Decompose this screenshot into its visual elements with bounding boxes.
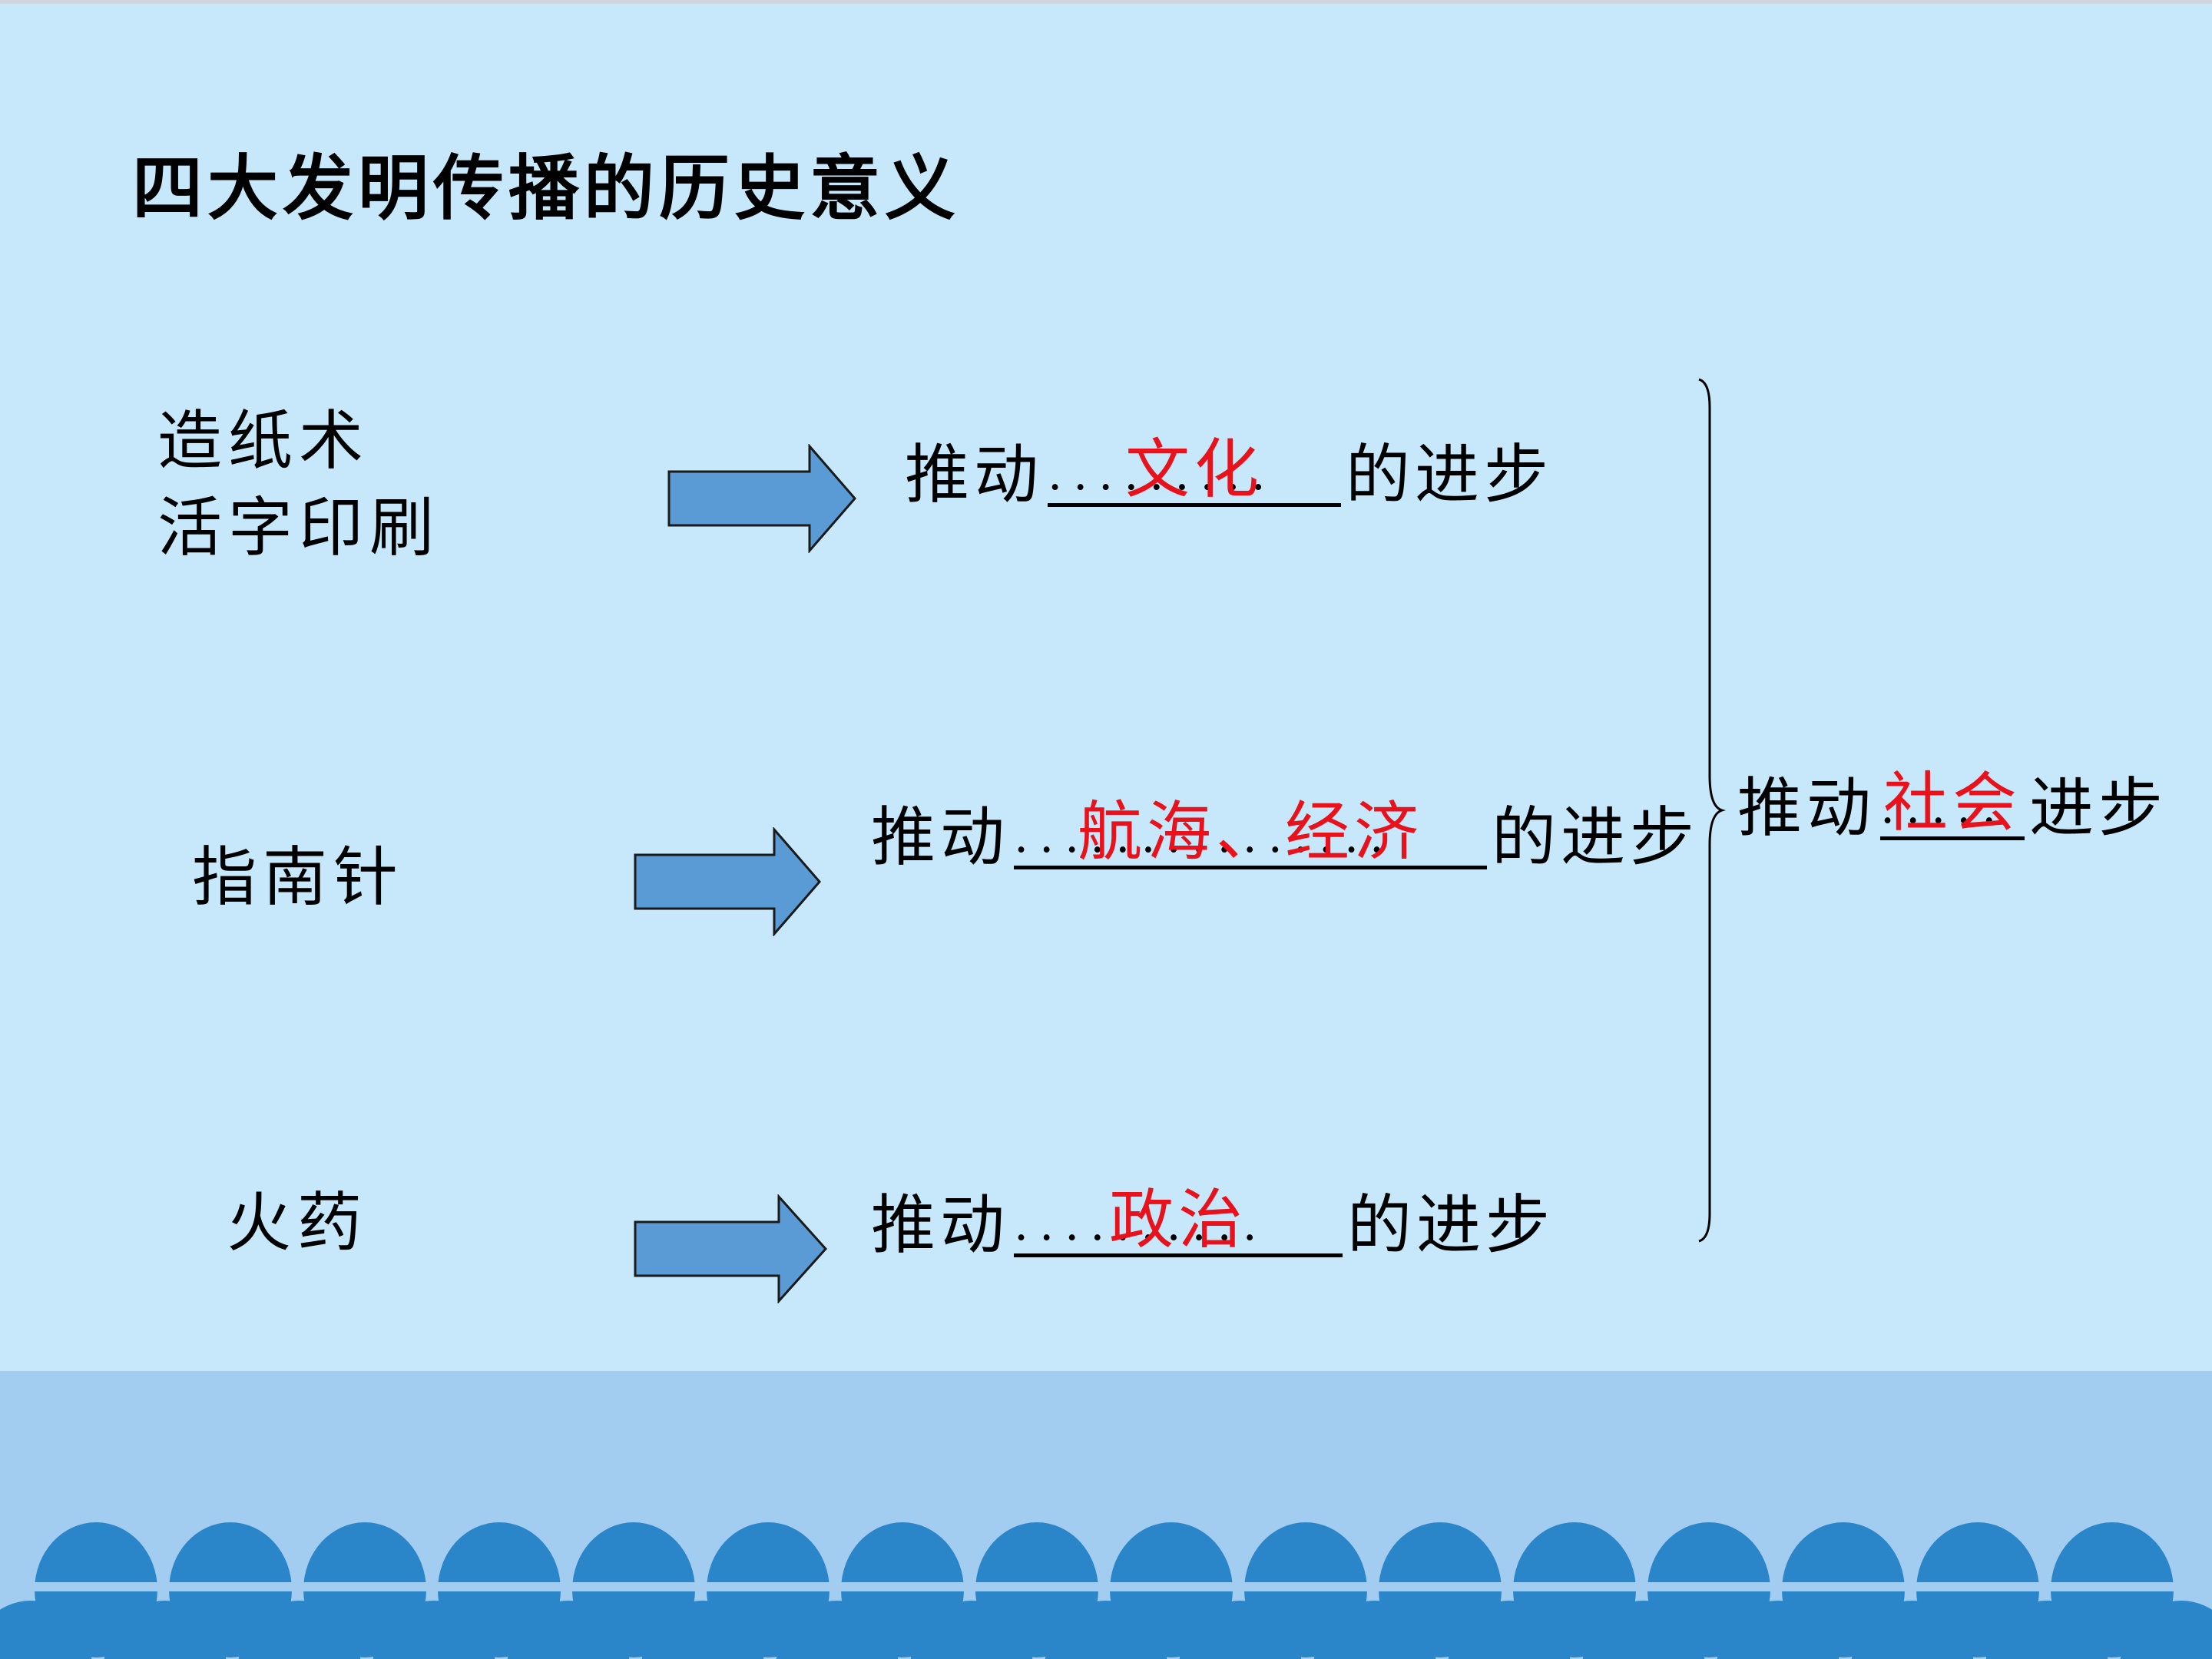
right-arrow-icon [667,444,856,553]
result-prefix: 推动 [871,1187,1010,1263]
slide-title: 四大发明传播的历史意义 [132,147,961,230]
result-prefix: 推动 [905,437,1044,512]
result-navigation-economy: 推动 ............... 航海、经济 的进步 [871,795,1699,869]
right-arrow-icon [634,827,821,936]
answer-text: 航海、经济 [1078,794,1424,869]
result-culture: 推动 ......... 文化 的进步 [905,432,1553,507]
answer-text: 社会 [1883,765,2022,840]
invention-gunpowder: 火药 [227,1185,369,1260]
result-prefix: 推动 [871,800,1010,875]
result-suffix: 的进步 [1347,1187,1555,1263]
result-suffix: 的进步 [1492,800,1700,875]
answer-blank: ............... 航海、经济 [1014,794,1488,869]
result-suffix: 的进步 [1346,437,1554,512]
conclusion-suffix: 进步 [2029,770,2168,846]
conclusion-society: 推动 ..... 社会 进步 [1737,766,2167,840]
right-brace [1698,378,1727,1243]
invention-paper: 造纸术 [157,403,370,478]
answer-blank: ......... 文化 [1048,432,1342,507]
wave-decoration [0,1522,2212,1659]
answer-blank: .......... 政治 [1014,1183,1343,1257]
top-border [0,0,2212,4]
invention-printing: 活字印刷 [157,490,441,565]
answer-text: 文化 [1125,432,1264,507]
result-politics: 推动 .......... 政治 的进步 [871,1183,1555,1257]
conclusion-prefix: 推动 [1737,770,1876,846]
answer-blank: ..... 社会 [1880,766,2025,840]
right-arrow-icon [634,1194,828,1303]
answer-text: 政治 [1109,1182,1248,1257]
invention-compass: 指南针 [192,839,405,915]
